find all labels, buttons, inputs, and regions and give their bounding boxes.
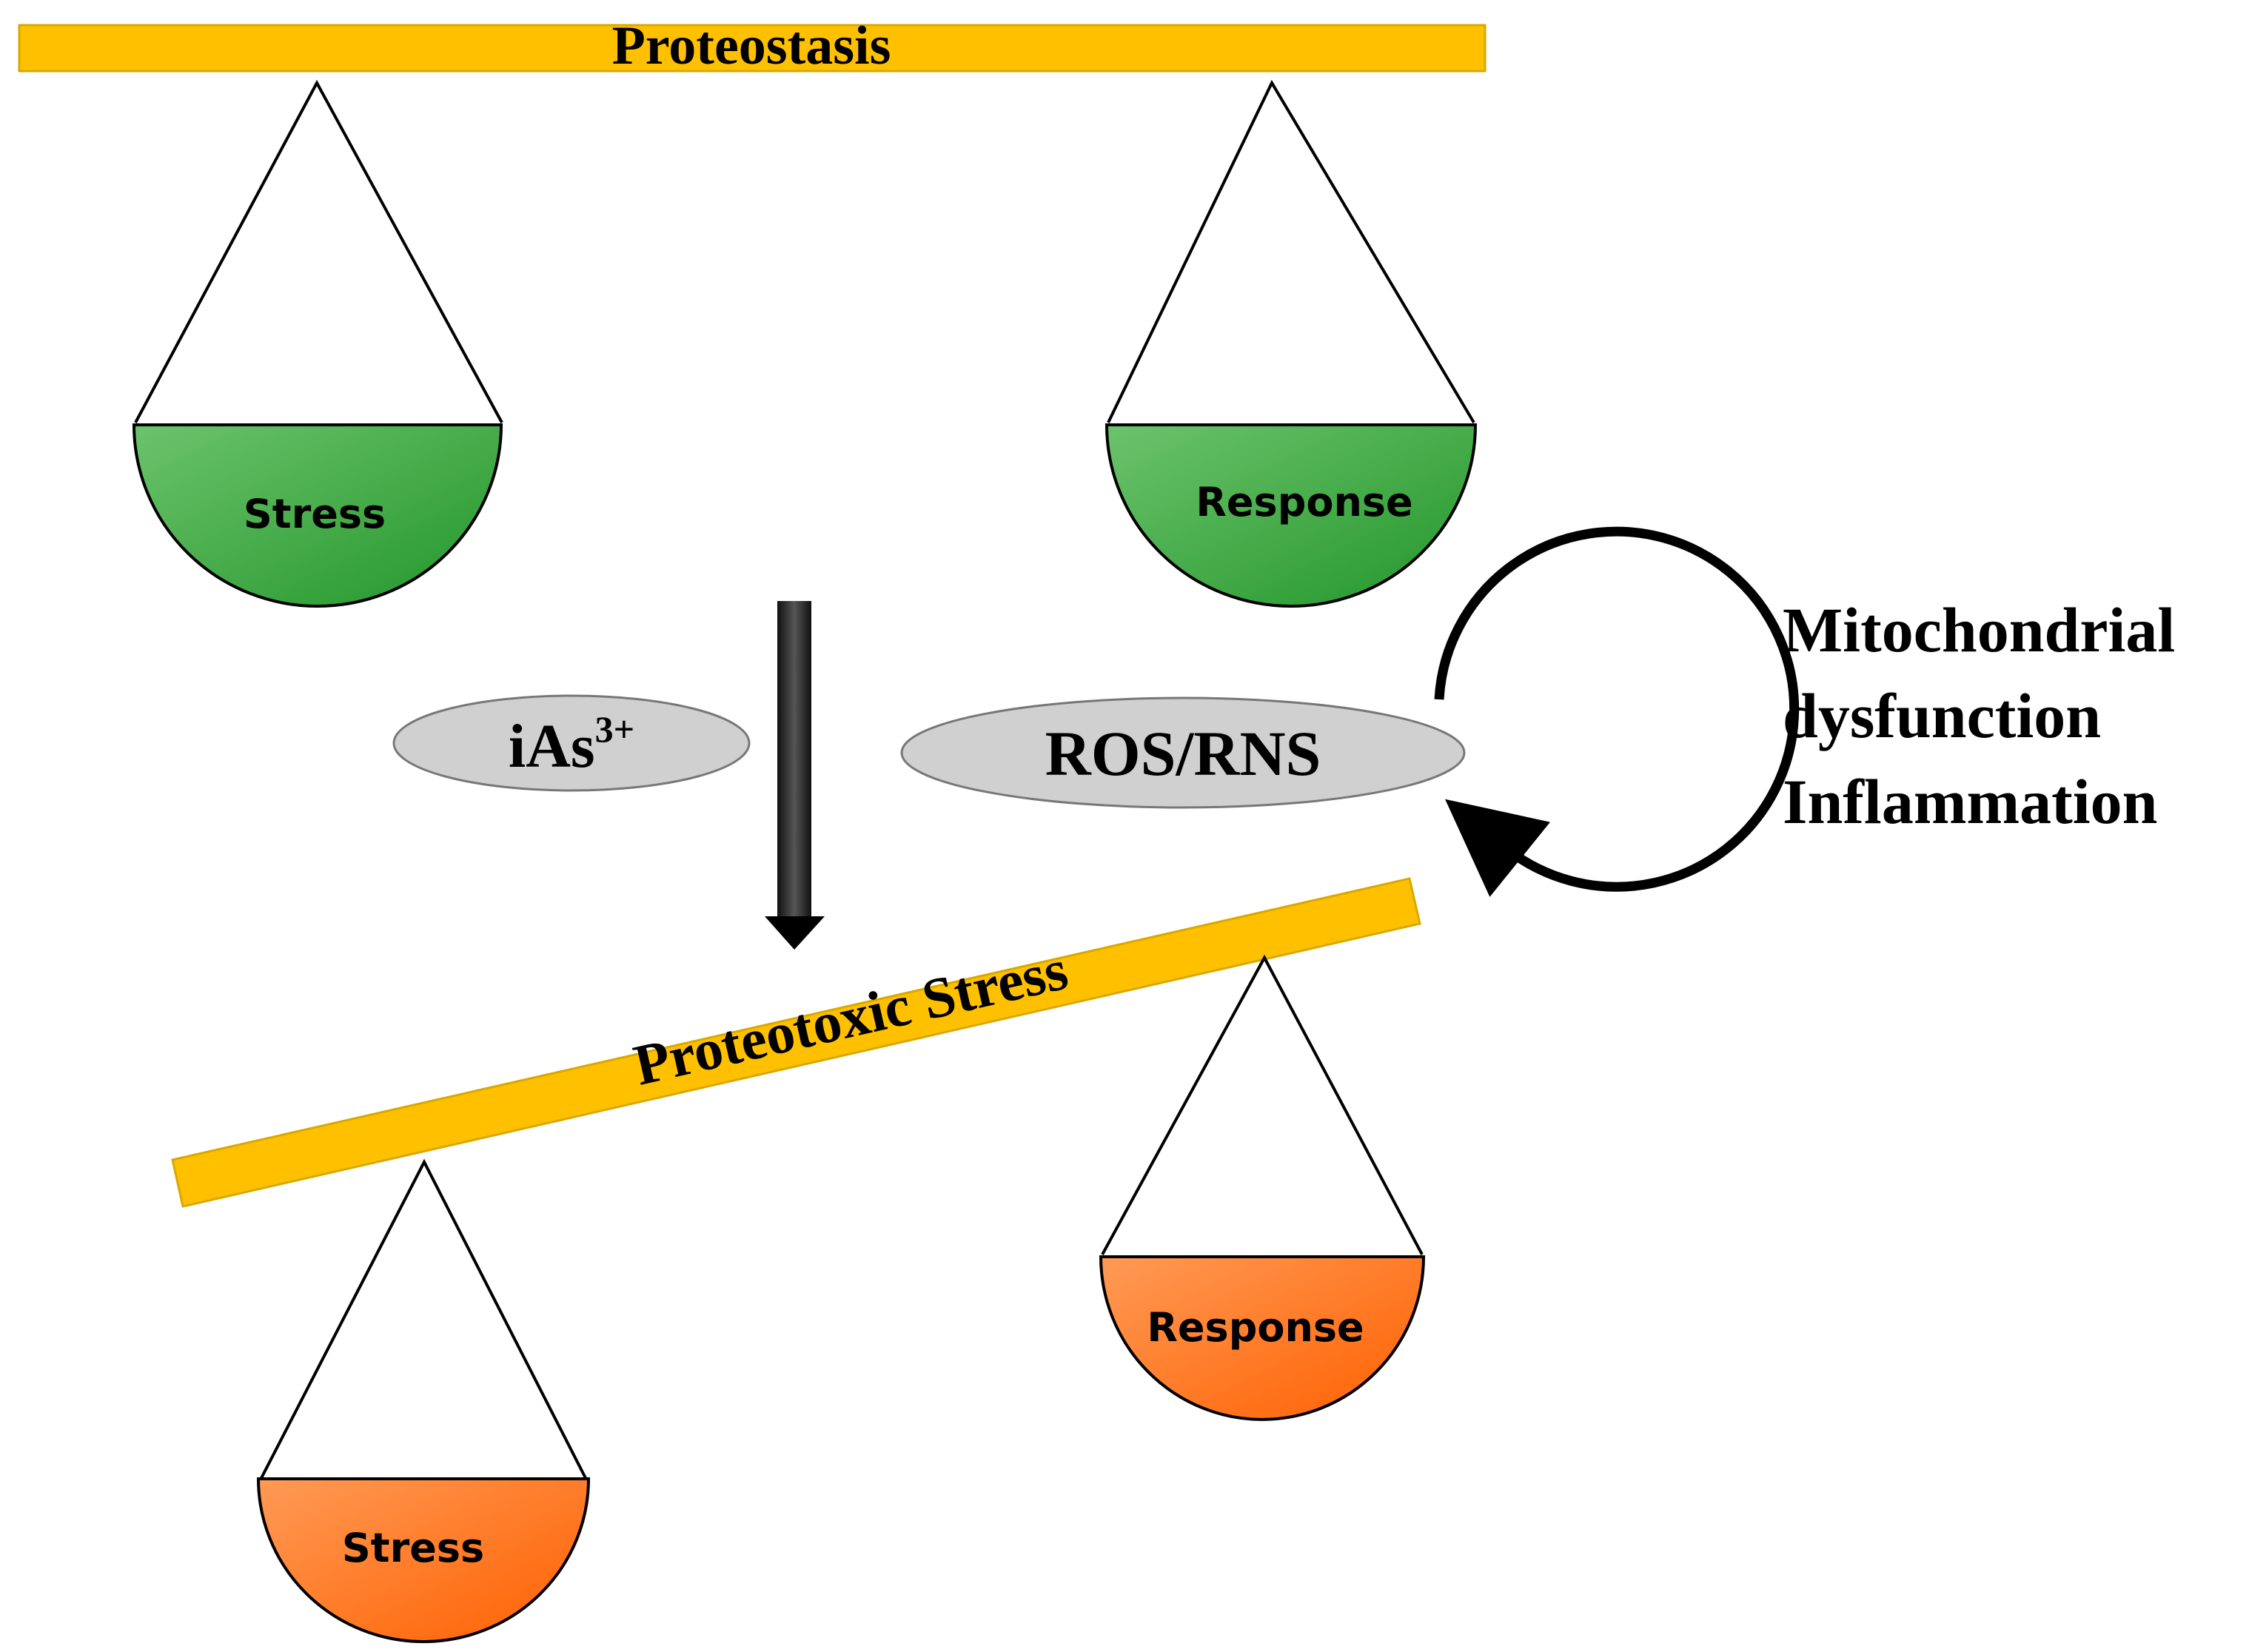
cycle-arrow: [1434, 526, 1800, 897]
bottom-left-hanger: [260, 1158, 587, 1479]
top-right-pan: [1105, 423, 1478, 608]
arsenic-ellipse: [392, 694, 751, 792]
down-arrow: [765, 601, 825, 950]
bottom-beam: [171, 877, 1421, 1208]
top-left-pan-label: Stress: [244, 491, 386, 537]
bottom-right-hanger: [1101, 954, 1424, 1255]
arsenic-label: iAs3+: [509, 708, 634, 781]
top-beam: [18, 24, 1487, 73]
bottom-right-pan-label: Response: [1147, 1304, 1364, 1351]
inducers: iAs3+ ROS/RNS: [392, 694, 1466, 809]
top-left-pan: [132, 423, 503, 608]
bottom-balance: Proteotoxic Stress Stress Response: [171, 877, 1426, 1643]
top-right-hanger: [1107, 79, 1475, 424]
bottom-right-pan: [1099, 1255, 1426, 1421]
top-left-hanger: [134, 79, 503, 423]
bottom-left-pan-label: Stress: [342, 1525, 484, 1571]
down-arrow-head: [765, 916, 825, 950]
bottom-left-pan: [256, 1477, 591, 1643]
ros-rns-ellipse: [900, 696, 1466, 809]
feedback-cycle: Mitochondrial dysfunction Inflammation: [1434, 526, 2175, 897]
top-right-pan-label: Response: [1196, 479, 1412, 526]
top-beam-label: Proteostasis: [612, 16, 891, 76]
feedback-line-2: dysfunction: [1783, 680, 2101, 751]
down-arrow-shaft: [777, 601, 811, 919]
feedback-line-3: Inflammation: [1783, 766, 2157, 837]
feedback-line-1: Mitochondrial: [1783, 594, 2175, 665]
ros-rns-label: ROS/RNS: [1045, 718, 1321, 789]
top-balance: Proteostasis Stress Response: [18, 16, 1487, 608]
